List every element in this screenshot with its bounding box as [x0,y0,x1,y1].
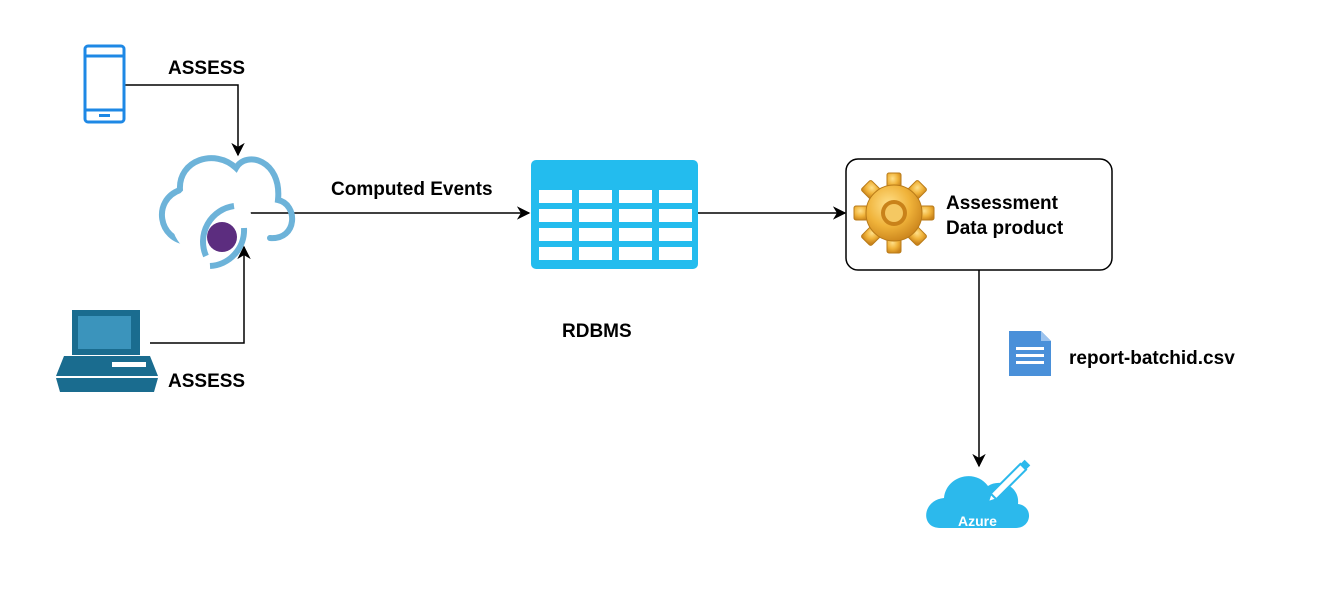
assess-top-label: ASSESS [168,58,245,79]
azure-label: Azure [958,513,997,529]
cloud-icon [158,155,295,269]
document-icon [1009,331,1051,376]
desktop-to-cloud-connector [150,245,251,344]
table-icon [531,160,698,269]
rdbms-label: RDBMS [562,321,632,342]
mobile-icon [83,44,126,124]
product-title-line2: Data product [946,218,1064,239]
desktop-computer-icon [56,310,158,392]
computed-events-label: Computed Events [331,179,493,200]
gear-icon [853,172,935,254]
product-title-line1: Assessment [946,193,1059,214]
assess-bottom-label: ASSESS [168,371,245,392]
report-file-label: report-batchid.csv [1069,348,1235,369]
mobile-to-cloud-connector [124,84,245,157]
azure-cloud-icon: Azure [926,459,1031,529]
